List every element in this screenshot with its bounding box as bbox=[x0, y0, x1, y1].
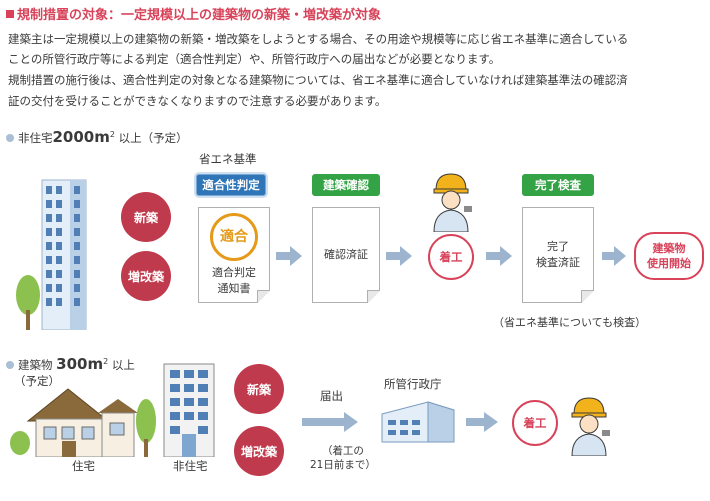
todokede-label: 届出 bbox=[320, 389, 343, 403]
kanryo-document: 完了 検査済証 bbox=[522, 207, 594, 303]
deadline-line-2: 21日前まで） bbox=[310, 459, 376, 471]
arrow-right-icon bbox=[486, 246, 512, 266]
arrow-right-icon bbox=[386, 246, 412, 266]
paragraph-line-3: 規制措置の施行後は、適合性判定の対象となる建築物については、省エネ基準に適合して… bbox=[8, 73, 628, 87]
chakkou-circle-2: 着工 bbox=[512, 400, 558, 446]
government-office-icon bbox=[381, 401, 455, 443]
notice-document: 適合 適合判定 通知書 bbox=[198, 207, 270, 303]
deadline-line-1: （着工の bbox=[321, 445, 364, 457]
paragraph-line-4: 証の交付を受けることができなくなりますので注意する必要があります。 bbox=[8, 94, 387, 108]
section2-label: 建築物 300m2 以上 bbox=[6, 355, 135, 373]
arrow-right-icon bbox=[276, 246, 302, 266]
paragraph-line-2: ことの所管行政庁等による判定（適合性判定）や、所管行政庁への届出などが必要となり… bbox=[8, 52, 501, 66]
judgement-badge: 適合性判定 bbox=[196, 174, 266, 196]
house-label: 住宅 bbox=[72, 459, 95, 473]
kanryo-badge: 完了検査 bbox=[522, 174, 594, 196]
house-icon bbox=[10, 388, 156, 457]
office-label: 所管行政庁 bbox=[384, 377, 442, 391]
zoukaichiku-badge-2: 増改築 bbox=[234, 426, 284, 476]
kanryo-doc-line-2: 検査済証 bbox=[536, 256, 580, 269]
title-text: 規制措置の対象：一定規模以上の建築物の新築・増改築が対象 bbox=[17, 8, 382, 23]
kakunin-document: 確認済証 bbox=[312, 207, 380, 303]
office-building-icon bbox=[16, 179, 87, 330]
paragraph-line-1: 建築主は一定規模以上の建築物の新築・増改築をしようとする場合、その用途や規模等に… bbox=[8, 32, 629, 46]
chakkou-circle-1: 着工 bbox=[428, 234, 474, 280]
use-line-1: 建築物 bbox=[652, 242, 686, 255]
worker-icon bbox=[433, 173, 472, 232]
worker-icon bbox=[571, 397, 610, 456]
use-start-box: 建築物使用開始 bbox=[634, 232, 704, 280]
bullet-icon bbox=[6, 134, 14, 142]
section2-label-line2: （予定） bbox=[14, 374, 60, 388]
shinchiku-badge-2: 新築 bbox=[234, 364, 284, 414]
zoukaichiku-badge: 増改築 bbox=[121, 251, 171, 301]
standard-caption: 省エネ基準 bbox=[199, 152, 257, 166]
shinchiku-badge: 新築 bbox=[121, 192, 171, 242]
bullet-icon bbox=[6, 361, 14, 369]
title-square-icon bbox=[6, 10, 14, 18]
nonhouse-building-icon bbox=[163, 363, 215, 457]
tekigou-stamp: 適合 bbox=[210, 213, 258, 261]
page-title: 規制措置の対象：一定規模以上の建築物の新築・増改築が対象 bbox=[6, 4, 381, 23]
section1-label: 非住宅2000m2 以上（予定） bbox=[6, 128, 188, 146]
kanryo-doc-line-1: 完了 bbox=[547, 240, 569, 253]
arrow-right-icon bbox=[302, 412, 358, 432]
nonhouse-label: 非住宅 bbox=[173, 459, 208, 473]
deadline-note: （着工の 21日前まで） bbox=[310, 444, 376, 472]
arrow-right-icon bbox=[602, 246, 626, 266]
notice-line-1: 適合判定 bbox=[212, 266, 256, 279]
arrow-right-icon bbox=[466, 412, 498, 432]
inspection-note: （省エネ基準についても検査） bbox=[493, 316, 647, 329]
kakunin-badge: 建築確認 bbox=[312, 174, 380, 196]
notice-line-2: 通知書 bbox=[217, 282, 251, 295]
use-line-2: 使用開始 bbox=[647, 257, 691, 270]
